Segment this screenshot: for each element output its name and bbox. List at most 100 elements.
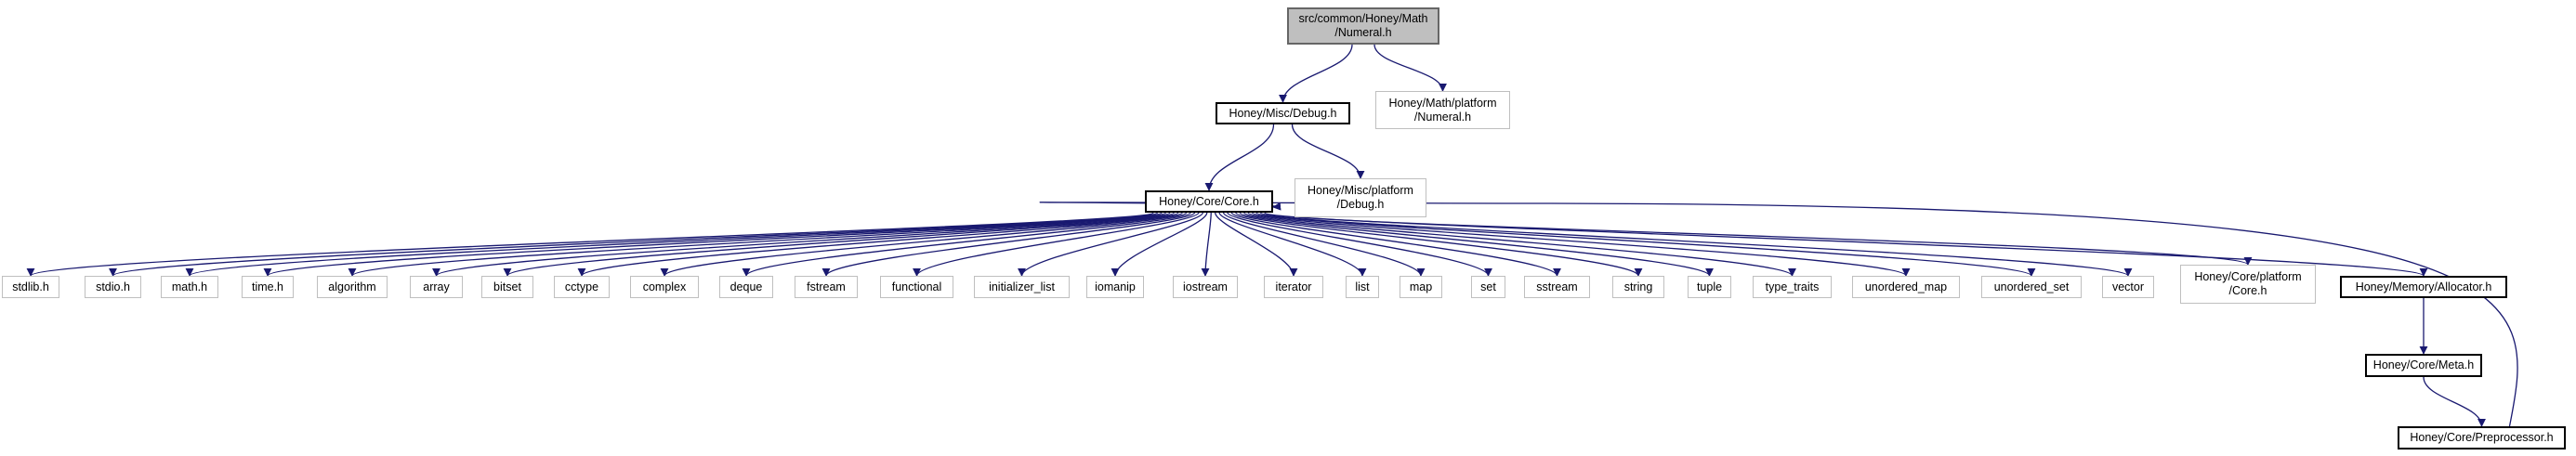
- edge-core-to-cctype: [577, 212, 1183, 277]
- edge-core-to-deque: [742, 212, 1191, 277]
- node-label: fstream: [807, 280, 846, 293]
- edge-core-to-initializer_list: [1018, 212, 1203, 277]
- node-label: math.h: [171, 280, 208, 293]
- node-label: bitset: [493, 280, 521, 293]
- node-math[interactable]: math.h: [161, 276, 218, 298]
- node-label: time.h: [251, 280, 284, 293]
- edge-core-to-time: [263, 212, 1166, 277]
- node-string[interactable]: string: [1612, 276, 1664, 298]
- node-label: Honey/Core/platform /Core.h: [2194, 270, 2302, 297]
- node-label: iterator: [1275, 280, 1312, 293]
- node-numeral-root[interactable]: src/common/Honey/Math /Numeral.h: [1287, 7, 1439, 45]
- node-fstream[interactable]: fstream: [795, 276, 858, 298]
- edge-core-to-bitset: [503, 212, 1179, 277]
- node-functional[interactable]: functional: [880, 276, 953, 298]
- node-math-platform-numeral[interactable]: Honey/Math/platform /Numeral.h: [1375, 91, 1510, 129]
- node-array[interactable]: array: [410, 276, 463, 298]
- node-label: algorithm: [328, 280, 376, 293]
- node-label: src/common/Honey/Math /Numeral.h: [1298, 12, 1428, 39]
- node-core-platform-core[interactable]: Honey/Core/platform /Core.h: [2180, 265, 2316, 304]
- edge-preprocessor-to-core: [1039, 202, 2518, 427]
- node-label: unordered_set: [1993, 280, 2070, 293]
- edge-core-to-array: [432, 212, 1175, 277]
- edge-core-to-iterator: [1215, 212, 1298, 277]
- edge-core-to-map: [1222, 212, 1426, 277]
- node-meta[interactable]: Honey/Core/Meta.h: [2365, 354, 2482, 377]
- node-label: Honey/Memory/Allocator.h: [2355, 280, 2492, 293]
- node-label: vector: [2111, 280, 2145, 293]
- node-label: Honey/Misc/Debug.h: [1229, 106, 1337, 120]
- node-label: Honey/Math/platform /Numeral.h: [1388, 96, 1497, 124]
- node-bitset[interactable]: bitset: [481, 276, 533, 298]
- node-vector[interactable]: vector: [2102, 276, 2154, 298]
- node-label: stdio.h: [96, 280, 130, 293]
- node-label: list: [1355, 280, 1370, 293]
- edge-core-to-set: [1227, 212, 1492, 277]
- node-debug[interactable]: Honey/Misc/Debug.h: [1216, 102, 1350, 124]
- node-label: Honey/Core/Preprocessor.h: [2410, 431, 2554, 444]
- node-label: map: [1409, 280, 1433, 293]
- edge-numeral-to-math_platform_numeral: [1373, 44, 1447, 92]
- node-label: tuple: [1696, 280, 1723, 293]
- node-label: unordered_map: [1864, 280, 1948, 293]
- node-stdlib[interactable]: stdlib.h: [2, 276, 59, 298]
- edge-core-to-string: [1235, 212, 1643, 277]
- node-preprocessor[interactable]: Honey/Core/Preprocessor.h: [2398, 426, 2566, 449]
- node-label: Honey/Misc/platform /Debug.h: [1308, 184, 1413, 211]
- edge-core-to-vector: [1255, 212, 2133, 277]
- node-cctype[interactable]: cctype: [554, 276, 610, 298]
- edge-core-to-algorithm: [348, 212, 1171, 277]
- edge-core-to-allocator: [1264, 212, 2428, 277]
- edge-core-to-iomanip: [1111, 212, 1208, 277]
- node-type-traits[interactable]: type_traits: [1753, 276, 1832, 298]
- node-sstream[interactable]: sstream: [1524, 276, 1590, 298]
- node-complex[interactable]: complex: [630, 276, 699, 298]
- edge-core-to-tuple: [1239, 212, 1714, 277]
- node-iostream[interactable]: iostream: [1173, 276, 1238, 298]
- edge-core-to-stdio: [109, 212, 1159, 277]
- edge-core-to-functional: [913, 212, 1200, 277]
- dependency-edges: [26, 44, 2518, 427]
- edge-meta-to-preprocessor: [2423, 376, 2486, 427]
- edge-core-to-iostream: [1201, 212, 1212, 277]
- node-allocator[interactable]: Honey/Memory/Allocator.h: [2340, 276, 2507, 298]
- node-label: functional: [891, 280, 942, 293]
- node-label: iomanip: [1095, 280, 1136, 293]
- node-label: complex: [642, 280, 687, 293]
- edge-core-to-stdlib: [26, 212, 1154, 277]
- edge-core-to-unordered_set: [1252, 212, 2036, 277]
- edge-debug-to-core: [1204, 124, 1275, 191]
- edge-numeral-to-debug: [1279, 44, 1353, 103]
- node-tuple[interactable]: tuple: [1688, 276, 1731, 298]
- node-stdio[interactable]: stdio.h: [85, 276, 141, 298]
- node-label: cctype: [564, 280, 599, 293]
- node-label: string: [1623, 280, 1653, 293]
- edge-core-to-fstream: [821, 212, 1196, 277]
- node-label: stdlib.h: [12, 280, 49, 293]
- edge-debug-to-misc_platform_debug: [1291, 124, 1365, 179]
- edge-core-to-type_traits: [1243, 212, 1796, 277]
- node-unordered-set[interactable]: unordered_set: [1981, 276, 2082, 298]
- node-label: iostream: [1183, 280, 1228, 293]
- edge-core-to-unordered_map: [1247, 212, 1911, 277]
- node-unordered-map[interactable]: unordered_map: [1852, 276, 1960, 298]
- edge-core-to-complex: [660, 212, 1188, 277]
- node-label: sstream: [1536, 280, 1578, 293]
- node-iomanip[interactable]: iomanip: [1086, 276, 1144, 298]
- node-label: type_traits: [1765, 280, 1820, 293]
- node-time[interactable]: time.h: [242, 276, 294, 298]
- node-label: array: [423, 280, 450, 293]
- node-label: Honey/Core/Core.h: [1159, 194, 1259, 208]
- node-deque[interactable]: deque: [719, 276, 773, 298]
- node-misc-platform-debug[interactable]: Honey/Misc/platform /Debug.h: [1295, 178, 1426, 217]
- node-iterator[interactable]: iterator: [1264, 276, 1323, 298]
- node-set[interactable]: set: [1471, 276, 1505, 298]
- edge-core-to-math: [185, 212, 1163, 277]
- node-core[interactable]: Honey/Core/Core.h: [1145, 190, 1273, 213]
- node-list[interactable]: list: [1346, 276, 1379, 298]
- node-algorithm[interactable]: algorithm: [317, 276, 388, 298]
- node-initializer-list[interactable]: initializer_list: [974, 276, 1070, 298]
- node-label: Honey/Core/Meta.h: [2372, 358, 2475, 371]
- node-map[interactable]: map: [1400, 276, 1442, 298]
- edge-core-to-sstream: [1230, 212, 1561, 277]
